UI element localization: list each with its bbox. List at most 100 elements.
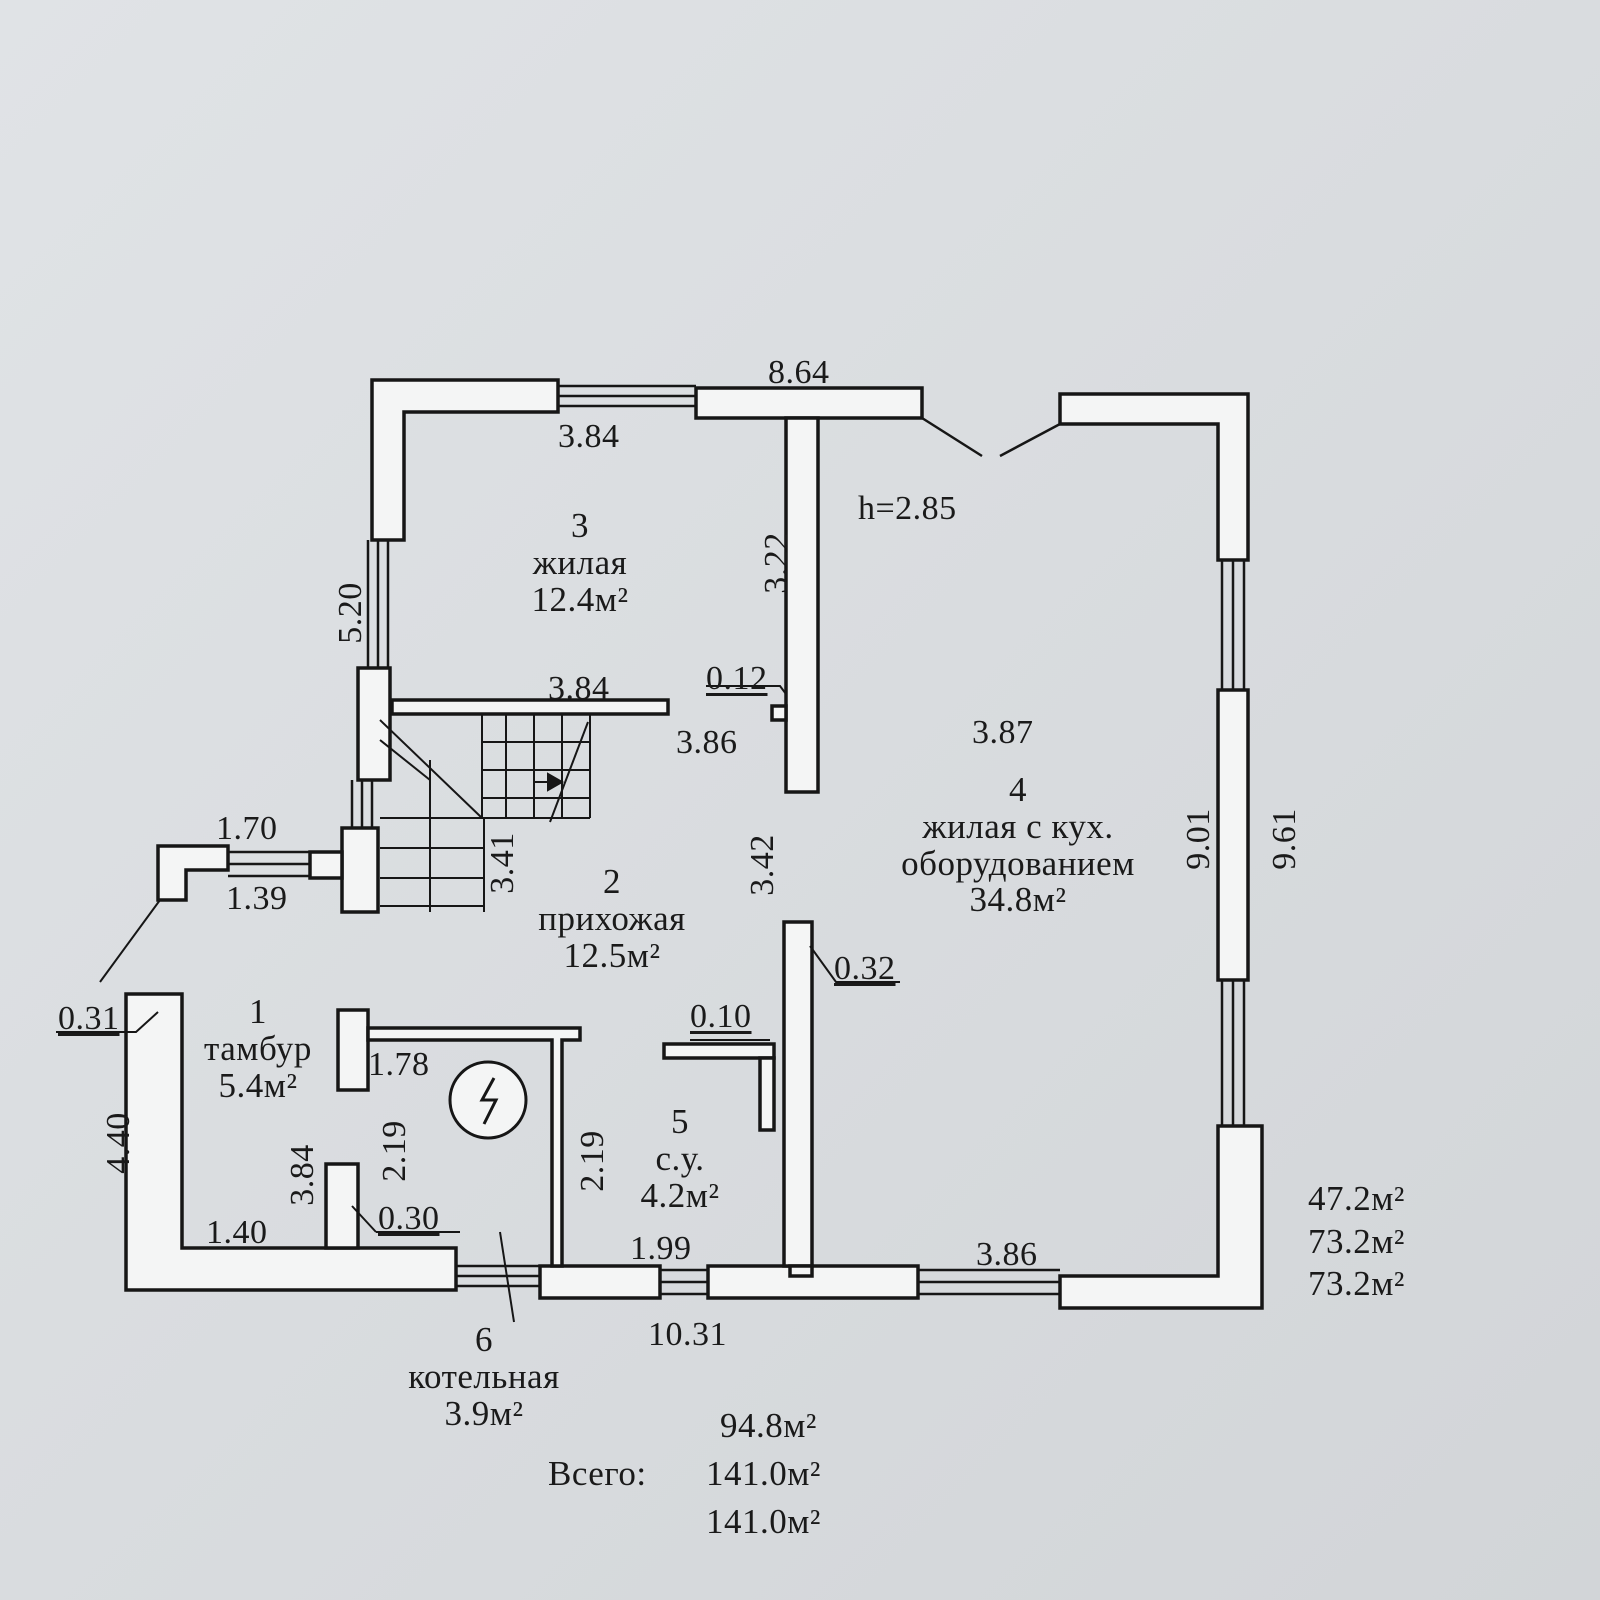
room-1-area: 5.4м² [218,1065,298,1105]
dim-wall-012: 0.12 [706,660,768,697]
side-total-3: 73.2м² [1308,1264,1405,1304]
leader-030 [351,1205,460,1233]
dim-right-outer: 9.61 [1265,808,1303,870]
room-6-area: 3.9м² [444,1393,524,1433]
staircase [379,714,591,912]
room-5-label: 5 с.у. 4.2м² [640,1103,720,1215]
window-top [558,384,696,408]
side-totals: 47.2м² 73.2м² 73.2м² [1308,1178,1405,1306]
room-4-number: 4 [1008,770,1027,809]
dim-wall-030: 0.30 [378,1200,440,1237]
wall-boiler [366,1026,582,1268]
dim-su-height: 2.19 [573,1130,611,1192]
dim-tambur-bottom: 1.40 [206,1214,268,1251]
stair-arrow-head [547,772,565,792]
room-6-number: 6 [474,1320,493,1359]
room-1-name: тамбур [204,1028,312,1068]
walls [124,378,1264,1310]
wall-joint [788,1264,814,1278]
dim-wall-010: 0.10 [690,998,752,1035]
wall-left-hall [340,826,380,914]
side-total-1: 47.2м² [1308,1179,1405,1218]
wall-su-side [758,1056,776,1132]
dim-hall-height-a: 3.41 [483,832,521,894]
total-living: 94.8м² [720,1406,817,1445]
room-2-number: 2 [602,862,621,901]
room-3-label: 3 жилая 12.4м² [531,507,629,619]
window-right-top [1220,560,1246,690]
dim-top-total: 8.64 [768,354,830,391]
room-4-area: 34.8м² [969,880,1067,920]
total-label: Всего: [548,1454,647,1493]
dim-tambur-left: 4.40 [99,1112,137,1174]
leader-lines [56,685,900,1323]
porch-link [308,850,344,880]
electrical-symbol [448,1060,528,1140]
dim-bottom-total: 10.31 [648,1316,727,1353]
room-3-name: жилая [532,542,628,582]
window-left-low [350,780,374,828]
door-leaves [921,416,1061,458]
stair-rails [429,760,485,912]
room-4-name-1: жилая с кух. [922,806,1114,846]
dim-hall-height-b: 3.42 [743,834,781,896]
wall-top-left [370,378,560,542]
window-left [366,540,390,668]
dim-room4-width: 3.87 [972,714,1034,751]
room-2-label: 2 прихожая 12.5м² [538,862,686,975]
dim-wall-032: 0.32 [834,950,896,987]
window-porch [228,850,310,878]
wall-partition-3-4 [784,416,820,794]
wall-bottom-mid [706,1264,920,1300]
wall-right-middle [1216,688,1250,982]
wall-bottom-boiler [538,1264,662,1300]
dim-wall-031: 0.31 [58,1000,120,1037]
side-total-2: 73.2м² [1308,1221,1405,1261]
dim-room3-left: 5.20 [331,582,369,644]
wall-tambur-pier [336,1008,370,1092]
leader-012 [706,685,787,695]
dim-porch-bottom: 1.39 [226,880,288,917]
total-area-2: 141.0м² [706,1502,821,1541]
dim-su-width: 1.99 [630,1230,692,1267]
leader-porch [99,899,161,983]
stair-winders [379,719,483,819]
dim-top-window: 3.84 [558,418,620,455]
room-4-label: 4 жилая с кух. оборудованием 34.8м² [901,770,1135,920]
dim-right-inner: 9.01 [1179,808,1217,870]
room-2-name: прихожая [538,898,686,938]
room-2-area: 12.5м² [563,935,661,975]
wall-left-room3 [356,666,392,782]
dim-porch-top: 1.70 [216,810,278,847]
window-bottom-boiler [456,1264,540,1288]
dim-boiler-height: 2.19 [375,1120,413,1182]
window-right-bottom [1220,980,1246,1126]
room-6-label: 6 котельная 3.9м² [408,1320,560,1433]
room-4-name-2: оборудованием [901,843,1135,883]
leader-031 [56,1011,159,1033]
stair-upper-box [481,714,591,819]
wall-stair-landing [390,698,670,716]
wall-right-bottom [1058,1124,1264,1310]
wall-top-middle [694,386,924,420]
wall-column [770,704,788,722]
total-area: 141.0м² [706,1454,821,1493]
room-5-area: 4.2м² [640,1175,720,1215]
room-6-name: котельная [408,1356,560,1396]
leader-boiler [499,1231,515,1323]
dim-room2-width: 3.86 [676,724,738,761]
dim-tambur-inner: 3.84 [283,1144,321,1206]
wall-stub-bottom [324,1162,360,1250]
stair-treads-lower [380,817,484,907]
window-bottom-su [660,1268,708,1296]
dim-stair-width: 3.84 [548,670,610,707]
wall-su-top [662,1042,776,1060]
stair-treads-cross [505,714,563,818]
lightning-icon [479,1077,499,1125]
dim-room3-height: 3.22 [757,532,795,594]
wall-partition-su-4 [782,920,814,1268]
room-3-area: 12.4м² [531,579,629,619]
